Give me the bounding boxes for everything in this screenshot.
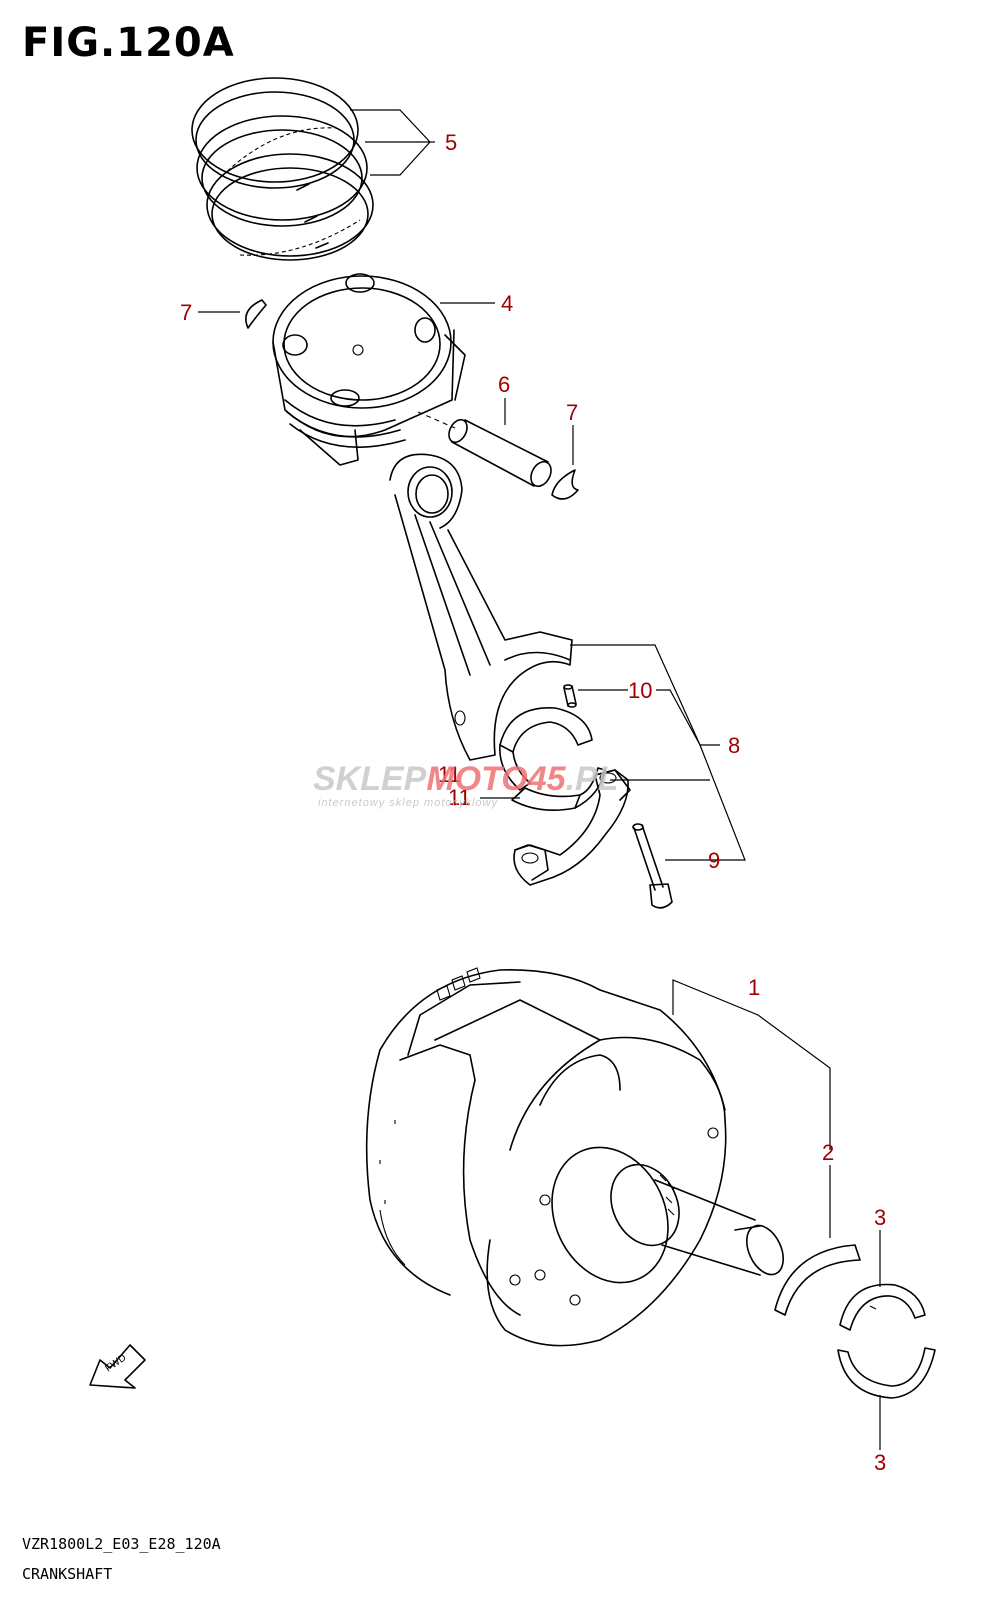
crankshaft	[365, 967, 784, 1347]
callout-11-upper[interactable]: 11	[438, 762, 461, 787]
rod-bolt	[632, 823, 673, 909]
callout-11-lower[interactable]: 11	[448, 785, 471, 810]
watermark-part2: MOTO	[426, 760, 527, 798]
callout-6[interactable]: 6	[498, 372, 510, 397]
figure-title: FIG.120A	[22, 20, 235, 66]
leader-lines	[198, 109, 881, 1450]
main-bearing-upper	[839, 1283, 926, 1331]
main-bearing-lower	[837, 1347, 936, 1399]
rod-bearing-lower	[511, 767, 606, 812]
svg-text:SKLEPMOTO45.PL: SKLEPMOTO45.PL	[313, 760, 618, 798]
rod-bearing-upper	[499, 707, 593, 791]
callout-7-left[interactable]: 7	[180, 300, 192, 325]
watermark: SKLEPMOTO45.PL internetowy sklep motocyk…	[313, 760, 618, 809]
watermark-part4: .PL	[566, 760, 619, 798]
callout-9[interactable]: 9	[708, 848, 720, 873]
figure-code: VZR1800L2_E03_E28_120A	[22, 1535, 221, 1553]
piston-rings	[191, 77, 374, 261]
watermark-part1: SKLEP	[313, 760, 427, 798]
piston	[272, 273, 466, 466]
circlip-right	[551, 469, 579, 500]
figure-description: CRANKSHAFT	[22, 1565, 113, 1583]
callout-3-upper[interactable]: 3	[874, 1205, 886, 1230]
fwd-arrow: FWD	[89, 1344, 146, 1389]
callout-7-right[interactable]: 7	[566, 400, 578, 425]
connecting-rod	[389, 453, 573, 761]
callouts: 5 4 7 6 7 10 8 11 11 9 1 2 3 3	[180, 130, 886, 1475]
callout-2[interactable]: 2	[822, 1140, 834, 1165]
piston-pin	[448, 418, 552, 488]
callout-1[interactable]: 1	[748, 975, 760, 1000]
dowel-pin	[563, 684, 577, 708]
callout-8[interactable]: 8	[728, 733, 740, 758]
fwd-label: FWD	[103, 1352, 128, 1374]
watermark-part3: 45	[527, 760, 567, 798]
callout-5[interactable]: 5	[445, 130, 457, 155]
thrust-washer	[774, 1244, 861, 1316]
circlip-left	[245, 299, 267, 329]
callout-4[interactable]: 4	[501, 291, 513, 316]
callout-10[interactable]: 10	[628, 678, 652, 703]
watermark-tagline: internetowy sklep motocyklowy	[318, 797, 499, 809]
callout-3-lower[interactable]: 3	[874, 1450, 886, 1475]
